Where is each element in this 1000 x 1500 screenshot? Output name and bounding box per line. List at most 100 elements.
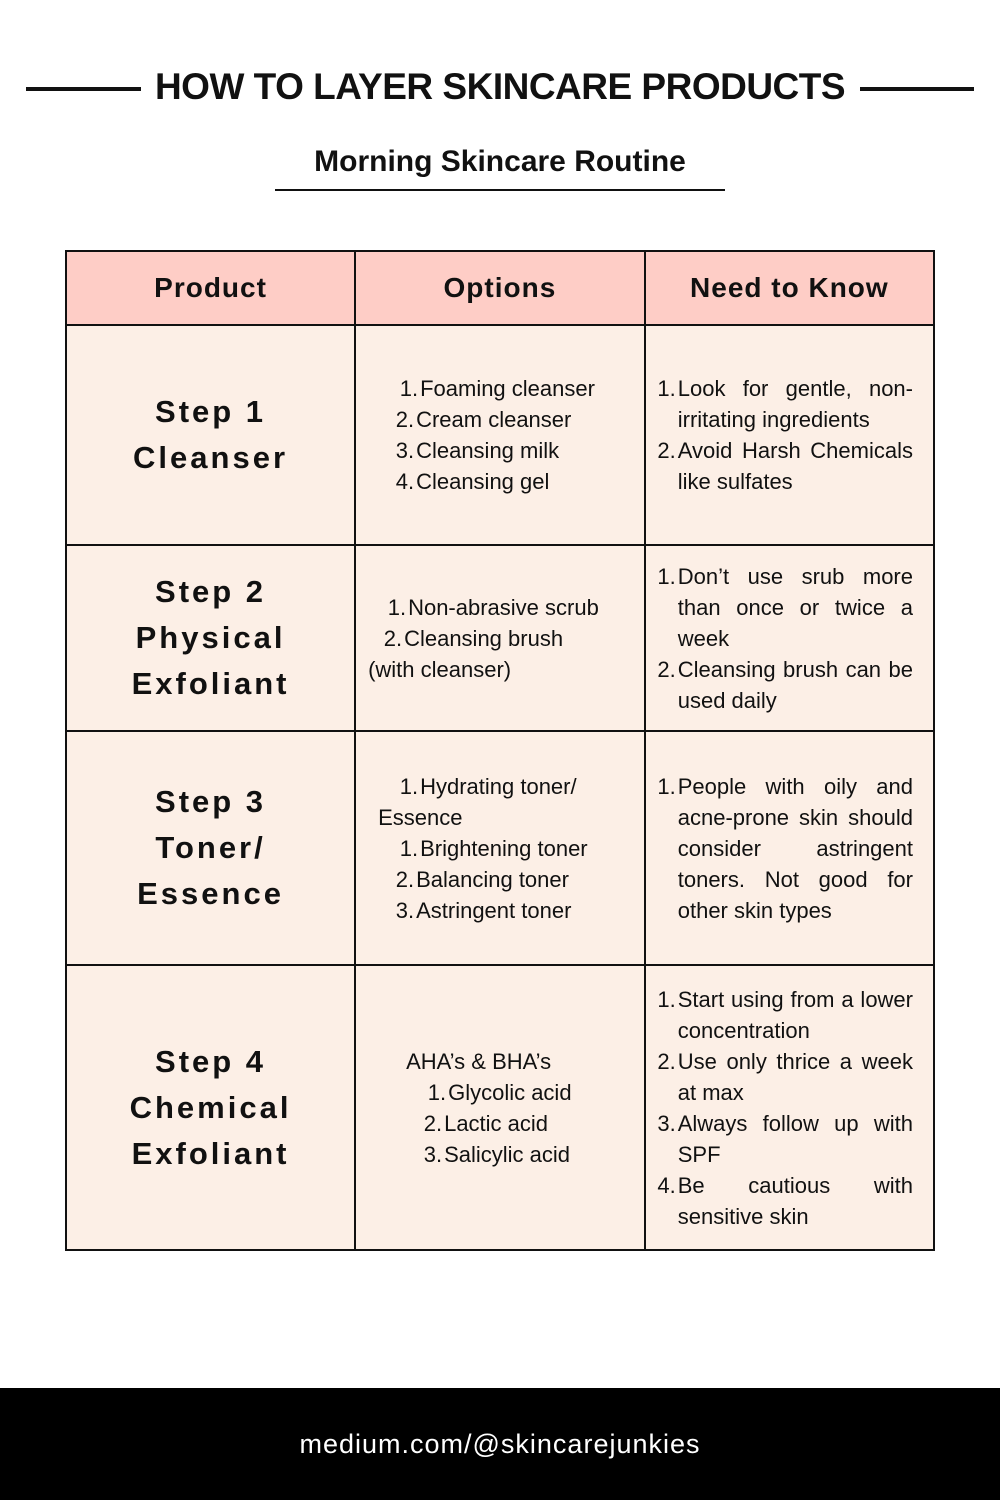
product-label: Exfoliant [131, 666, 290, 701]
need-number: 2. [657, 438, 676, 463]
product-label: Step 3 [155, 784, 267, 819]
header-product: Product [64, 250, 357, 326]
need-to-know-cell: 1.Start using from a lower concentration… [643, 964, 936, 1251]
page-subtitle: Morning Skincare Routine [275, 145, 725, 191]
option-number: 2. [395, 407, 415, 432]
option-text: Hydrating toner/ [420, 773, 577, 799]
routine-table: Product Options Need to Know Step 1 Clean… [64, 250, 936, 1251]
need-item: 3.Always follow up with SPF [654, 1108, 913, 1170]
option-number: 3. [423, 1141, 443, 1167]
product-label: Step 1 [155, 394, 267, 429]
option-item: (with cleanser) [368, 654, 644, 685]
need-text: People with oily and acne-prone skin sho… [677, 773, 913, 923]
product-label: Step 2 [155, 574, 267, 609]
header-options: Options [354, 250, 646, 326]
option-item: AHA’s & BHA’s [368, 1046, 644, 1077]
need-to-know-cell: 1.Look for gentle, non-irritating ingred… [643, 324, 936, 546]
option-number: 1. [427, 1079, 447, 1105]
option-item: 2.Cream cleanser [368, 404, 644, 435]
need-to-know-cell: 1.Don’t use srub more than once or twice… [643, 544, 936, 732]
option-text: Cleansing brush [404, 625, 564, 651]
need-item: 1.People with oily and acne-prone skin s… [654, 771, 913, 926]
option-item: 3.Cleansing milk [368, 435, 644, 466]
option-text: Brightening toner [420, 835, 588, 861]
need-number: 2. [657, 1048, 676, 1074]
need-number: 1. [657, 563, 676, 589]
option-number: 2. [383, 625, 403, 651]
need-text: Don’t use srub more than once or twice a… [677, 563, 913, 651]
need-number: 1. [657, 986, 676, 1012]
need-text: Avoid Harsh Chemicals like sulfates [677, 438, 913, 494]
need-item: 4.Be cautious with sensitive skin [654, 1170, 913, 1232]
option-number: 3. [395, 438, 415, 463]
option-item: 2.Balancing toner [368, 864, 644, 895]
product-label: Essence [137, 876, 284, 911]
option-text: Balancing toner [416, 866, 569, 892]
footer-url: medium.com/@skincarejunkies [0, 1388, 1000, 1500]
option-item: 4.Cleansing gel [368, 466, 644, 497]
product-cell: Step 1 Cleanser [64, 324, 357, 546]
option-text: Astringent toner [416, 897, 572, 923]
option-number: 3. [395, 897, 415, 923]
option-number: 1. [387, 594, 407, 620]
product-cell: Step 3 Toner/Essence [64, 730, 357, 966]
option-number: 1. [399, 835, 419, 861]
need-item: 2.Cleansing brush can be used daily [654, 654, 913, 716]
table-header-row: Product Options Need to Know [64, 250, 936, 326]
page-title: HOW TO LAYER SKINCARE PRODUCTS [154, 66, 846, 107]
option-item: 3.Salicylic acid [368, 1139, 644, 1170]
need-text: Cleansing brush can be used daily [677, 656, 913, 713]
option-text: Salicylic acid [444, 1141, 571, 1167]
option-number: 1. [399, 376, 419, 401]
need-number: 4. [657, 1172, 676, 1198]
need-number: 1. [657, 773, 676, 799]
need-text: Always follow up with SPF [677, 1110, 913, 1167]
product-label: Toner/ [155, 830, 266, 865]
need-text: Be cautious with sensitive skin [677, 1172, 913, 1229]
header-need-to-know: Need to Know [643, 250, 936, 326]
option-item: 1.Foaming cleanser [368, 373, 644, 404]
option-text: Non-abrasive scrub [408, 594, 599, 620]
need-to-know-cell: 1.People with oily and acne-prone skin s… [643, 730, 936, 966]
option-number: 4. [395, 469, 415, 494]
product-label: Exfoliant [131, 1135, 290, 1171]
need-text: Start using from a lower concentration [677, 986, 913, 1043]
need-text: Look for gentle, non-irritating ingredie… [677, 376, 913, 432]
option-item: 1.Hydrating toner/ [368, 771, 644, 802]
option-item: 1.Non-abrasive scrub [368, 592, 644, 623]
need-number: 3. [657, 1110, 676, 1136]
product-label: Physical [135, 620, 286, 655]
option-text: Lactic acid [444, 1110, 549, 1136]
option-text: Cleansing gel [416, 469, 550, 494]
option-text: Cleansing milk [416, 438, 560, 463]
option-item: 3.Astringent toner [368, 895, 644, 926]
option-text: AHA’s & BHA’s [406, 1048, 552, 1074]
product-label: Step 4 [155, 1043, 267, 1079]
need-item: 1.Look for gentle, non-irritating ingred… [654, 373, 913, 435]
option-item: Essence [368, 802, 644, 833]
need-number: 1. [657, 376, 676, 401]
option-text: Cream cleanser [416, 407, 572, 432]
title-rule-left [26, 87, 141, 91]
option-text: Glycolic acid [448, 1079, 572, 1105]
option-number: 2. [395, 866, 415, 892]
option-item: 2.Cleansing brush [368, 623, 644, 654]
option-text: Foaming cleanser [420, 376, 595, 401]
option-number: 2. [423, 1110, 443, 1136]
product-label: Chemical [129, 1089, 292, 1125]
product-label: Cleanser [133, 440, 289, 475]
option-number: 1. [399, 773, 419, 799]
option-item: 1.Glycolic acid [368, 1077, 644, 1108]
need-item: 1.Don’t use srub more than once or twice… [654, 561, 913, 654]
need-number: 2. [657, 656, 676, 682]
option-text: (with cleanser) [368, 656, 512, 682]
